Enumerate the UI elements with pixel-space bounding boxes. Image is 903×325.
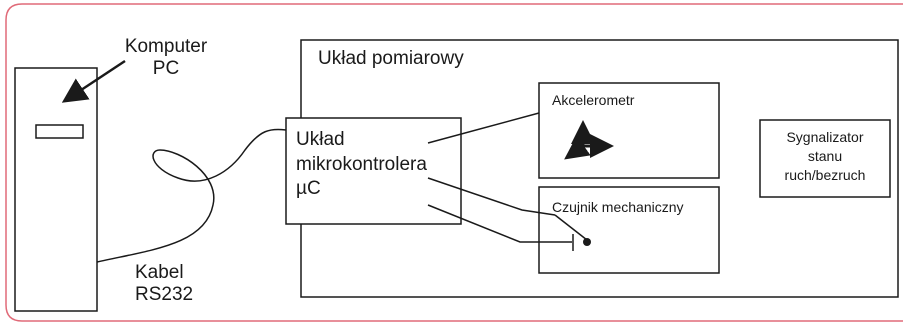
- microcontroller-line1: Układ: [296, 129, 345, 150]
- accelerometer-axes-icon: [564, 120, 614, 160]
- signaller-line2: stanu: [807, 147, 843, 164]
- measurement-system-title: Układ pomiarowy: [318, 48, 464, 69]
- cable-label-line2: RS232: [135, 283, 194, 305]
- pc-drive-slot: [35, 124, 84, 139]
- link-to-accelerometer: [427, 112, 540, 144]
- cable-label-line1: Kabel: [135, 262, 184, 283]
- signaller-box: [759, 119, 891, 198]
- accelerometer-label: Akcelerometr: [552, 92, 635, 108]
- rs232-cable: [96, 128, 287, 263]
- mechanical-sensor-box: [538, 186, 720, 274]
- signaller-line1: Sygnalizator: [786, 129, 864, 145]
- pc-label-line1: Komputer: [124, 36, 208, 57]
- microcontroller-line2: mikrokontrolera: [296, 153, 427, 175]
- pc-tower: [14, 67, 98, 312]
- link-to-sensor-lower: [427, 204, 572, 243]
- outer-frame: [5, 3, 903, 322]
- signaller-label: Sygnalizator stanu ruch/bezruch: [760, 128, 890, 185]
- switch-lever: [554, 214, 588, 241]
- microcontroller-line3: µC: [296, 178, 321, 200]
- accelerometer-box: [538, 82, 720, 179]
- switch-pivot: [583, 238, 591, 246]
- cable-label: Kabel RS232: [135, 262, 193, 306]
- pc-label-line2: PC: [152, 57, 180, 79]
- pc-label: Komputer PC: [118, 36, 214, 80]
- mechanical-sensor-label: Czujnik mechaniczny: [552, 199, 684, 215]
- link-to-sensor-upper: [427, 177, 556, 216]
- pc-label-arrow: [61, 59, 126, 103]
- microcontroller-label: Układ mikrokontrolera µC: [296, 128, 427, 202]
- signaller-line3: ruch/bezruch: [784, 166, 866, 183]
